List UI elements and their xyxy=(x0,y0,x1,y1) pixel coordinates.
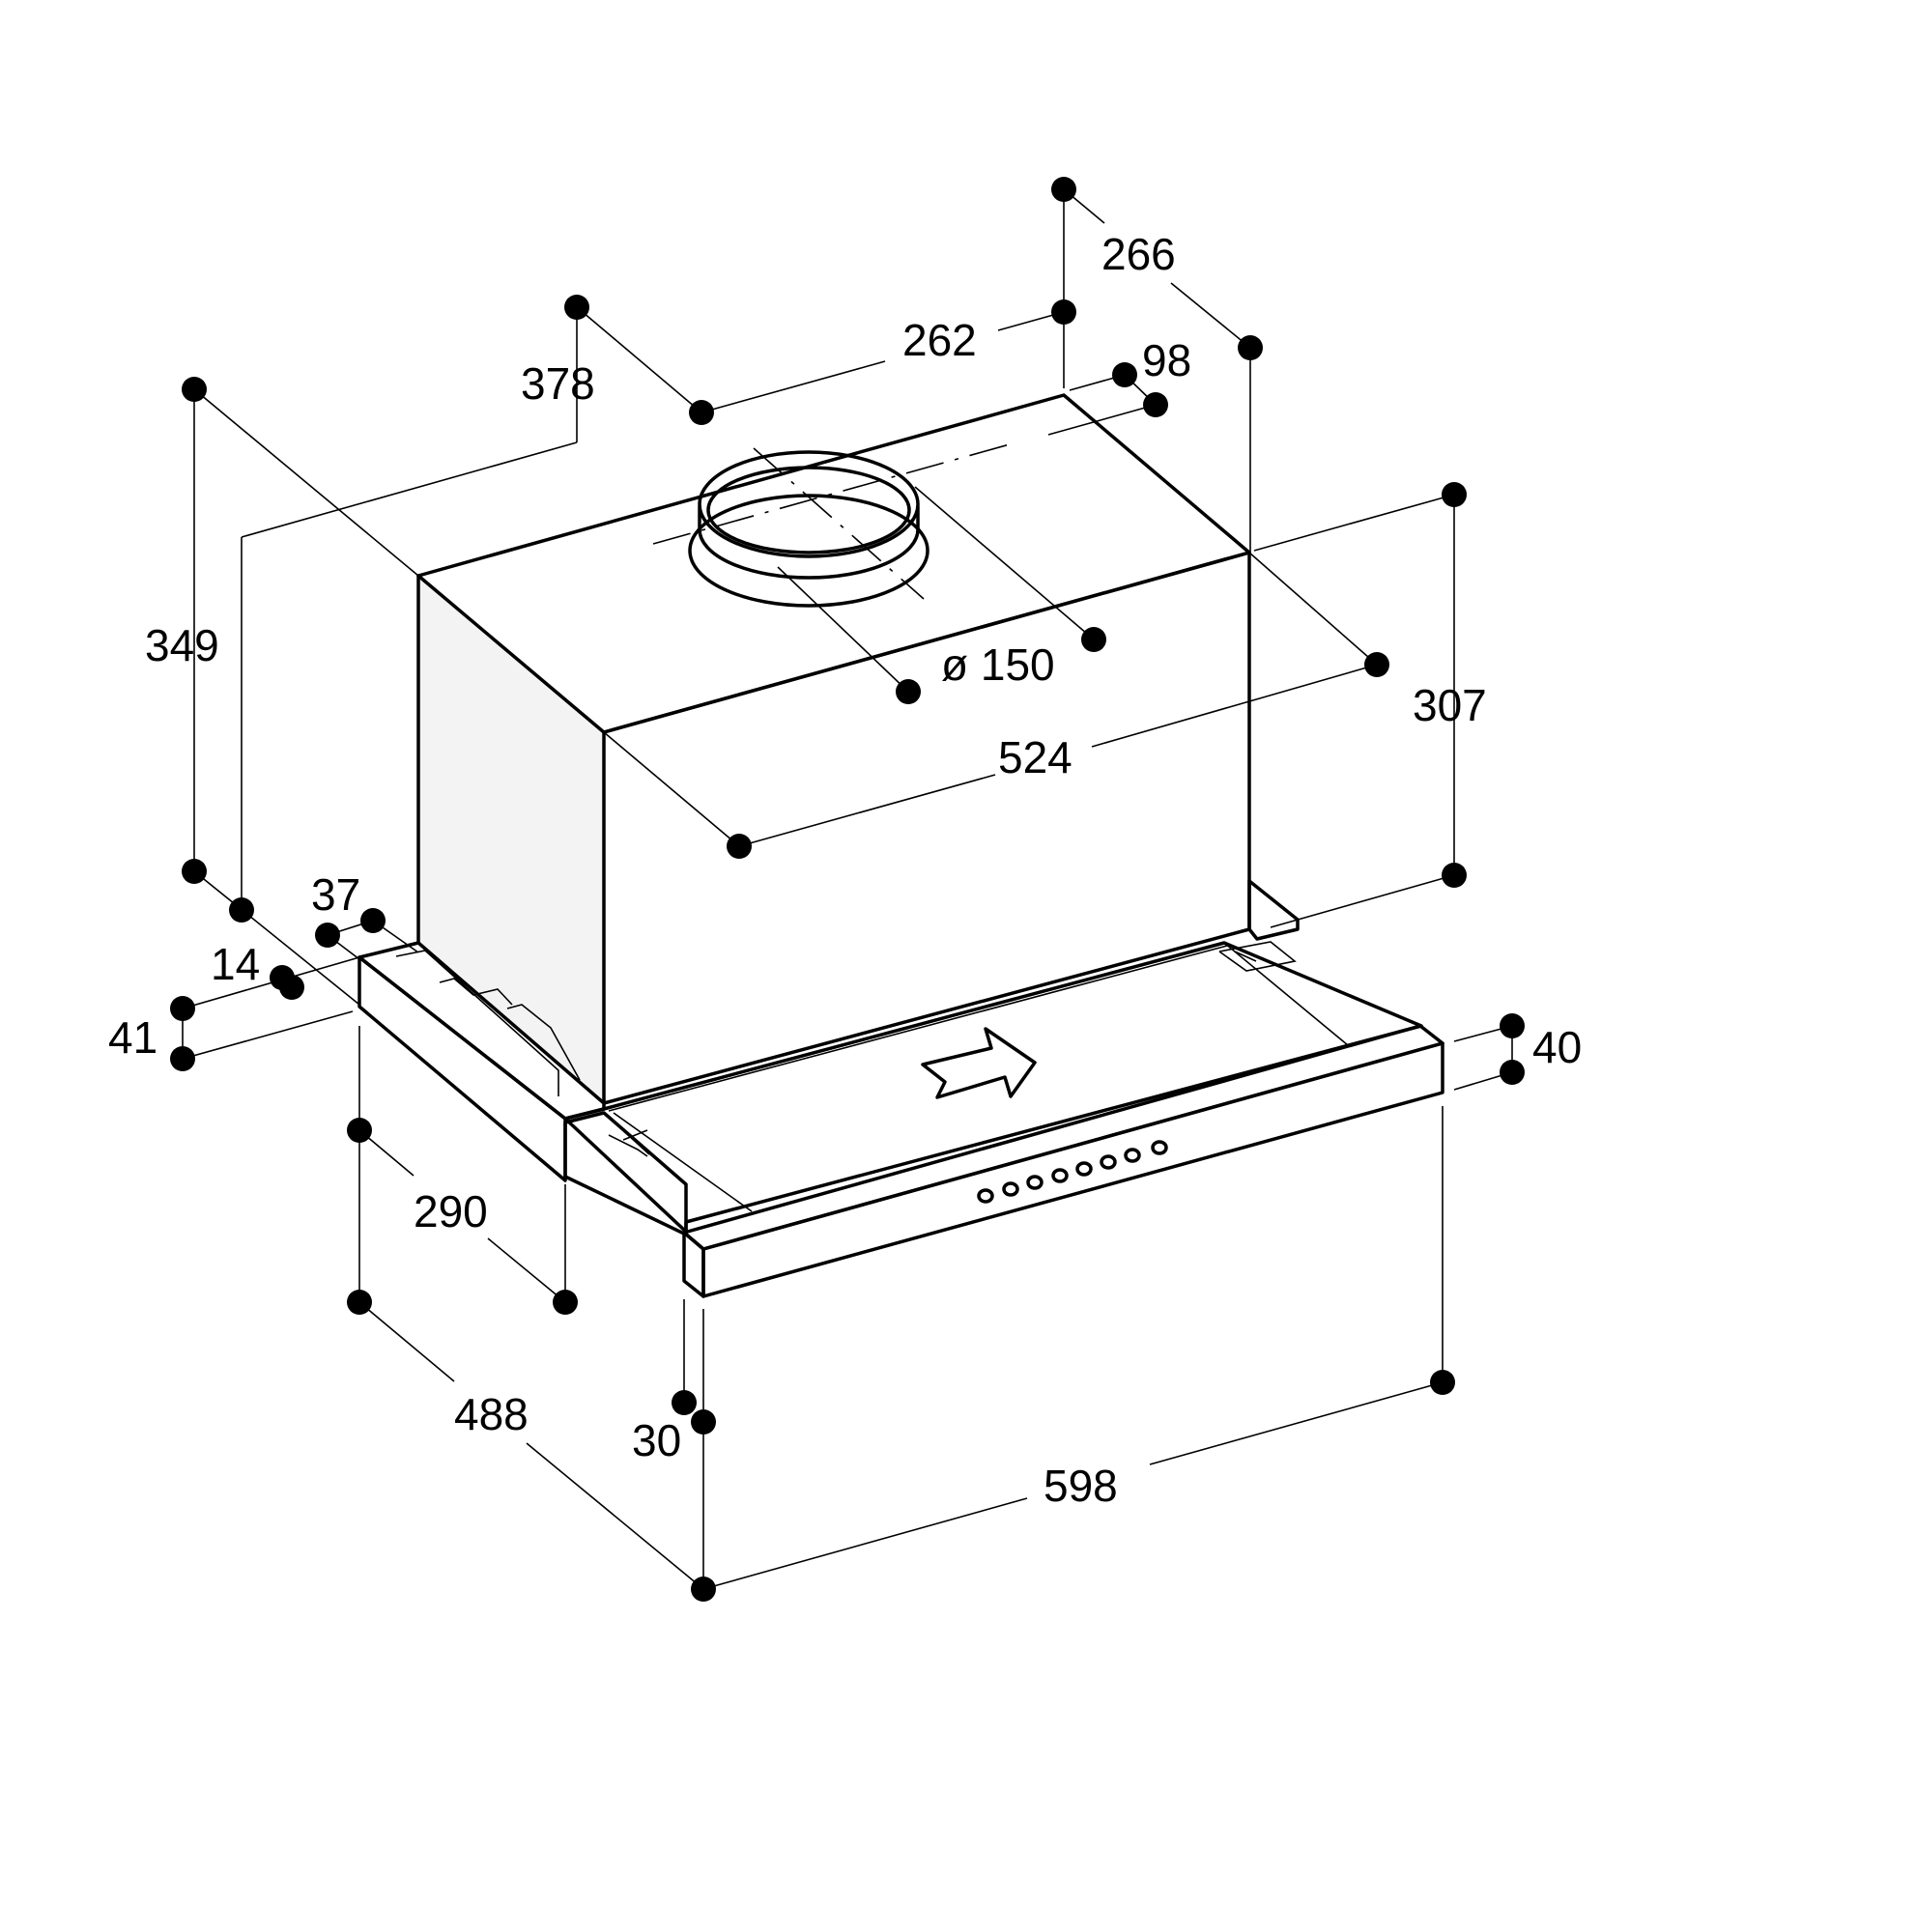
pull-out-arrow-icon xyxy=(921,1027,1037,1099)
right-rail xyxy=(1247,879,1300,941)
label-30: 30 xyxy=(632,1415,681,1465)
duct-collar-side xyxy=(698,505,920,580)
duct-collar-base xyxy=(688,494,929,608)
label-14: 14 xyxy=(211,939,260,989)
dimension-labels: 349 378 262 266 98 ø 150 524 307 37 14 4… xyxy=(108,229,1582,1511)
front-panel-top xyxy=(682,1024,1444,1251)
duct-collar xyxy=(688,450,929,608)
label-41: 41 xyxy=(108,1012,157,1063)
hood-top-face xyxy=(416,393,1251,734)
label-598: 598 xyxy=(1044,1461,1118,1511)
label-488: 488 xyxy=(454,1389,529,1439)
label-98: 98 xyxy=(1142,335,1191,385)
label-37: 37 xyxy=(311,869,360,920)
label-266: 266 xyxy=(1101,229,1176,279)
label-40: 40 xyxy=(1532,1022,1582,1072)
pull-out-panel xyxy=(357,879,1444,1298)
duct-collar-inner xyxy=(706,466,911,554)
duct-collar-top xyxy=(698,450,920,558)
dimension-lines xyxy=(182,188,1513,1590)
label-349: 349 xyxy=(145,620,219,670)
front-panel-face xyxy=(701,1041,1444,1298)
dimension-dots xyxy=(170,177,1525,1602)
hood-body xyxy=(416,393,1251,1105)
control-buttons xyxy=(977,1140,1168,1204)
label-378: 378 xyxy=(521,358,595,409)
left-rail-side xyxy=(357,955,567,1182)
label-524: 524 xyxy=(998,732,1072,782)
left-slider xyxy=(563,1111,688,1236)
hood-side-panel xyxy=(418,576,604,1103)
label-diameter-150: ø 150 xyxy=(941,639,1055,690)
label-290: 290 xyxy=(414,1186,488,1236)
hood-front-face xyxy=(602,551,1251,1105)
label-307: 307 xyxy=(1413,680,1487,730)
center-lines xyxy=(652,441,1017,600)
label-262: 262 xyxy=(902,315,977,365)
tray-top xyxy=(563,941,1423,1234)
front-panel-end xyxy=(682,1231,705,1298)
